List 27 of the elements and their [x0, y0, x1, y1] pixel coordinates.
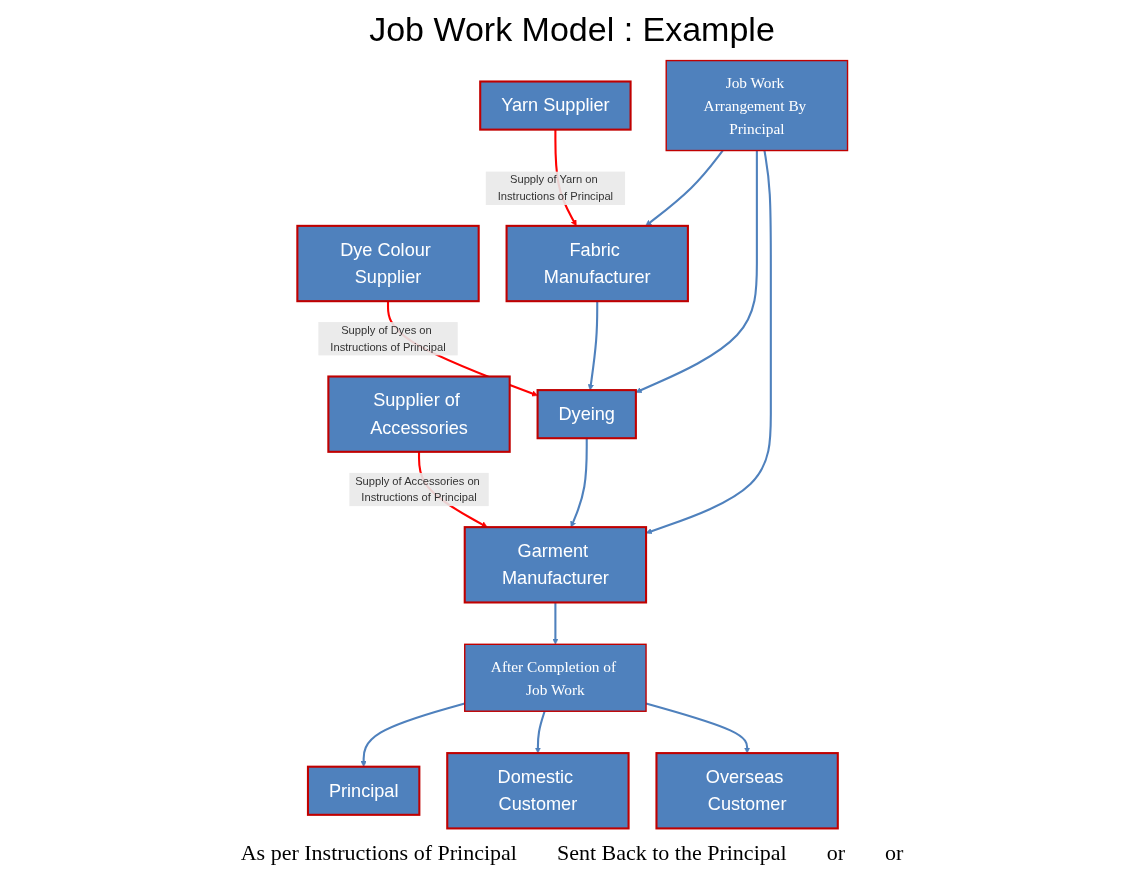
- node-box: Garment Manufacturer: [463, 526, 647, 604]
- node-box: Supplier of Accessories: [326, 375, 511, 453]
- node-box: After Completion of Job Work: [463, 643, 647, 712]
- node-box: Principal: [306, 765, 420, 816]
- arrow: [569, 438, 588, 528]
- node-box: Overseas Customer: [654, 752, 839, 830]
- edge-label: Supply of Yarn on Instructions of Principal: [497, 173, 613, 203]
- arrow: [587, 301, 598, 391]
- note-text: Sent Back to the Principal: [556, 840, 787, 866]
- edge-label: Supply of Accessories on Instructions of Principal: [354, 474, 480, 504]
- node-box: Domestic Customer: [445, 752, 630, 830]
- node-box: Dyeing: [536, 389, 637, 440]
- diagram-title: Job Work Model : Example: [369, 10, 775, 49]
- note-text: or: [826, 840, 845, 866]
- node-box: Fabric Manufacturer: [505, 224, 689, 303]
- edge-label: Supply of Dyes on Instructions of Principal: [329, 324, 446, 353]
- arrow: [551, 602, 558, 645]
- arrow: [645, 702, 750, 754]
- arrow: [360, 702, 465, 767]
- note-text: As per Instructions of Principal: [240, 840, 517, 866]
- arrow: [534, 710, 546, 754]
- node-box: Yarn Supplier: [478, 80, 632, 131]
- note-text: or: [884, 840, 904, 866]
- node-box: Job Work Arrangement By Principal: [665, 59, 848, 152]
- arrow: [645, 150, 772, 535]
- node-box: Dye Colour Supplier: [295, 224, 480, 303]
- arrow: [635, 150, 758, 393]
